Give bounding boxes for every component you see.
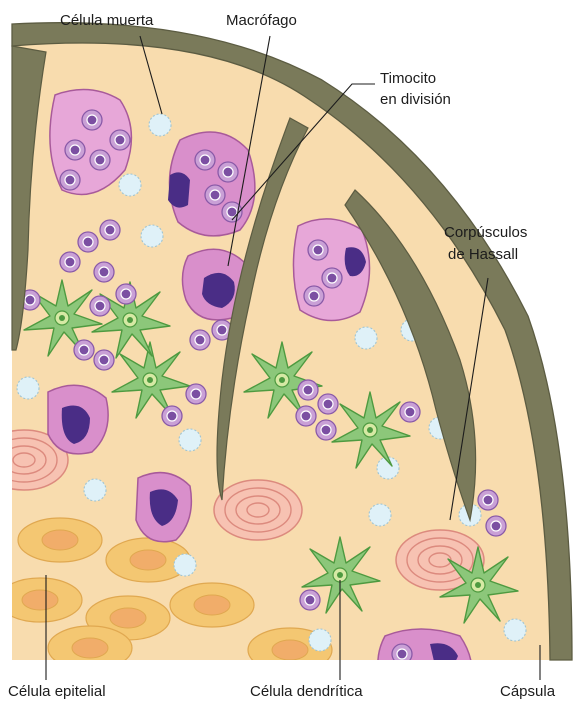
- label-dead-cell: Célula muerta: [60, 12, 154, 29]
- label-capsule: Cápsula: [500, 683, 556, 700]
- label-macrophage: Macrófago: [226, 12, 297, 29]
- label-dividing-thymocyte-line1: Timocito: [380, 70, 436, 87]
- label-dividing-thymocyte-line2: en división: [380, 91, 451, 108]
- label-dendritic-cell: Célula dendrítica: [250, 683, 363, 700]
- label-hassall-line1: Corpúsculos: [444, 224, 527, 241]
- label-epithelial-cell: Célula epitelial: [8, 683, 106, 700]
- label-hassall-line2: de Hassall: [448, 246, 518, 263]
